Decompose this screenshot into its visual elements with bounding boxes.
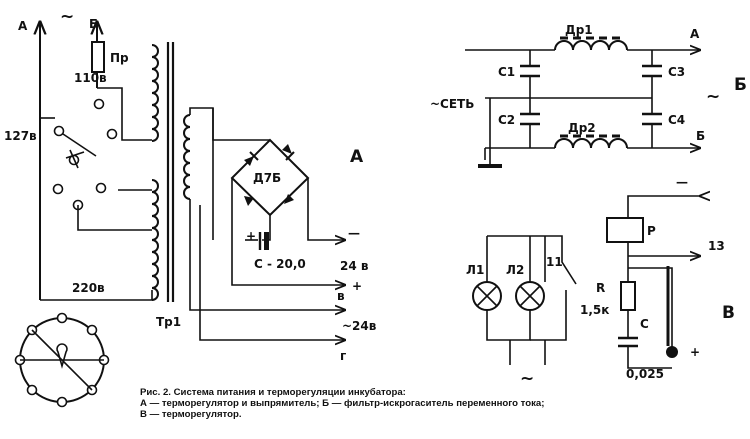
dc-plus-wire	[231, 178, 345, 285]
panel-a-circuit	[14, 22, 346, 408]
caps-c1-c2	[520, 64, 540, 126]
lamp-2-cross	[519, 285, 541, 307]
choke-2	[554, 138, 628, 149]
label-terminal-v: в	[337, 289, 345, 303]
label-out-13: 13	[708, 239, 725, 253]
label-capacitor: С - 20,0	[254, 257, 306, 271]
tap-110-wire	[97, 87, 152, 141]
fuse-symbol	[91, 41, 105, 73]
bridge-top-wire	[212, 108, 270, 141]
label-capacitor-value: 0,025	[626, 367, 664, 381]
switch-wire	[530, 235, 577, 341]
label-lamp-2: Л2	[506, 263, 524, 277]
caption-line-3: В — терморегулятор.	[140, 409, 242, 420]
capacitor-c	[618, 336, 638, 348]
label-minus-v: —	[676, 175, 688, 189]
label-c3: С3	[668, 65, 685, 79]
label-c2: С2	[498, 113, 515, 127]
label-110v: 110в	[74, 71, 107, 85]
filter-capacitor	[245, 232, 269, 250]
secondary-top-wire	[189, 107, 214, 240]
label-minus: —	[348, 226, 360, 240]
label-diode: Д7Б	[253, 171, 281, 185]
primary-winding-lower	[151, 179, 159, 301]
voltage-selector-switch	[52, 98, 118, 211]
label-out-a: А	[690, 27, 700, 41]
caps-c3-c4	[642, 64, 662, 126]
lamp-1-cross	[476, 285, 498, 307]
label-panel-v: В	[722, 303, 735, 323]
secondary-winding	[183, 114, 191, 200]
label-24v-ac: ~24в	[342, 319, 377, 333]
label-mains: ~СЕТЬ	[430, 97, 474, 111]
label-plus-a: +	[352, 279, 362, 293]
label-tilde-b: ~	[706, 87, 720, 107]
thermometer-wire	[628, 267, 673, 350]
label-choke-1: Др1	[565, 23, 593, 37]
label-lamp-1: Л1	[466, 263, 484, 277]
caption-line-1: Рис. 2. Система питания и терморегуляции…	[140, 387, 406, 398]
label-plus-v: +	[690, 345, 700, 359]
label-tilde-v: ~	[520, 369, 534, 389]
label-terminal-a: А	[18, 19, 28, 33]
primary-winding-upper	[151, 44, 159, 142]
caption-line-2: А — терморегулятор и выпрямитель; Б — фи…	[140, 398, 545, 409]
label-127v: 127в	[4, 129, 37, 143]
dc-minus-wire	[307, 178, 345, 240]
label-220v: 220в	[72, 281, 105, 295]
label-tilde-a: ~	[60, 7, 74, 27]
relay-coil	[606, 217, 644, 243]
label-cap-plus: +	[246, 229, 256, 243]
selector-dial-diagram	[14, 312, 110, 408]
label-terminal-b: Б	[89, 17, 98, 31]
label-fuse: Пр	[110, 51, 129, 65]
label-capacitor-v: С	[640, 317, 649, 331]
label-switch: 11	[546, 255, 563, 269]
relay-in-wire	[627, 196, 700, 218]
lamp-top-wire	[486, 235, 546, 282]
label-24v-dc: 24 в	[340, 259, 369, 273]
figure-caption: Рис. 2. Система питания и терморегуляции…	[140, 387, 745, 420]
ac-out-wire-2	[199, 205, 345, 340]
label-choke-2: Др2	[568, 121, 596, 135]
label-terminal-g: г	[340, 349, 346, 363]
label-c4: С4	[668, 113, 685, 127]
ac-out-wire	[189, 199, 345, 310]
label-panel-a: А	[350, 147, 364, 167]
thermometer-bulb	[666, 346, 678, 358]
label-transformer: Тр1	[156, 315, 181, 329]
label-resistor: R	[596, 281, 605, 295]
choke-1	[554, 40, 628, 51]
label-out-b: Б	[696, 129, 705, 143]
tap-wire-2	[77, 205, 152, 231]
panel-b-circuit	[465, 36, 700, 168]
label-relay: Р	[647, 224, 656, 238]
resistor-r	[620, 281, 636, 311]
panel-v-circuit	[472, 196, 700, 369]
lamp-bottom-wire	[486, 310, 531, 341]
rc-wire	[627, 310, 672, 369]
label-panel-b: Б	[734, 75, 747, 95]
tap-220-wire	[40, 290, 153, 301]
label-resistor-value: 1,5к	[580, 303, 609, 317]
label-c1: С1	[498, 65, 515, 79]
